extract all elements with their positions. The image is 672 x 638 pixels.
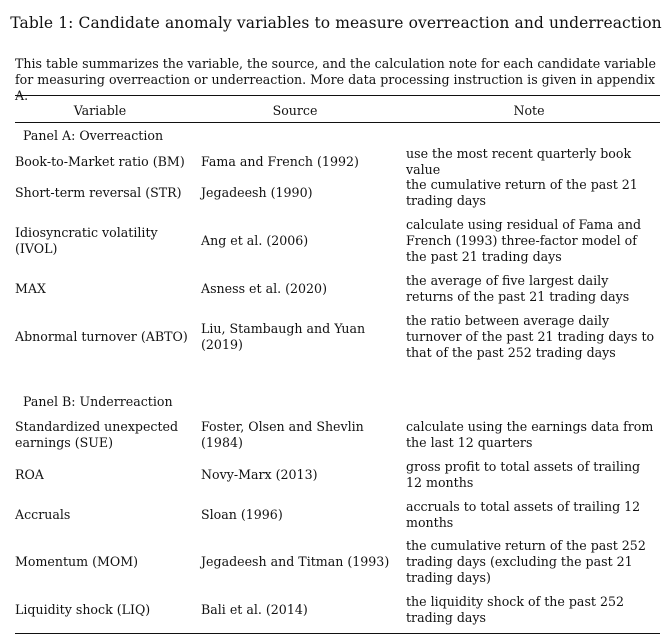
table-cell-note: calculate using residual of Fama and Fre… [406, 217, 642, 264]
table-cell-source: Liu, Stambaugh and Yuan (2019) [201, 321, 366, 352]
table-cell-source: Asness et al. (2020) [201, 281, 327, 296]
table-cell-variable: Accruals [15, 507, 71, 522]
table-cell-note: the ratio between average daily turnover… [406, 313, 655, 360]
table-cell-source: Jegadeesh and Titman (1993) [201, 554, 390, 569]
table-cell-note: gross profit to total assets of trailing… [406, 459, 641, 490]
table-cell-variable: Liquidity shock (LIQ) [15, 602, 151, 617]
header-rule [15, 122, 660, 123]
table-cell-variable: Momentum (MOM) [15, 554, 139, 569]
table-cell-note: the average of five largest daily return… [406, 273, 630, 304]
table-cell-source: Fama and French (1992) [201, 154, 359, 169]
table-cell-source: Sloan (1996) [201, 507, 283, 522]
header-note: Note [513, 103, 545, 118]
table-cell-source: Bali et al. (2014) [201, 602, 308, 617]
table-cell-variable: ROA [15, 467, 44, 482]
table-cell-variable: Abnormal turnover (ABTO) [15, 329, 188, 344]
header-source: Source [272, 103, 318, 118]
header-variable: Variable [73, 103, 127, 118]
table-caption: Table 1: Candidate anomaly variables to … [10, 14, 662, 32]
table-cell-variable: Standardized unexpected earnings (SUE) [15, 419, 179, 450]
panel-a-title: Panel A: Overreaction [23, 128, 164, 143]
panel-b-title: Panel B: Underreaction [23, 394, 173, 409]
table-cell-variable: Short-term reversal (STR) [15, 185, 182, 200]
table-cell-note: the cumulative return of the past 21 tra… [406, 177, 638, 208]
table-cell-variable: Idiosyncratic volatility (IVOL) [15, 225, 158, 256]
table-cell-variable: MAX [15, 281, 46, 296]
table-cell-note: accruals to total assets of trailing 12 … [406, 499, 641, 530]
table-cell-source: Novy-Marx (2013) [201, 467, 318, 482]
table-cell-note: calculate using the earnings data from t… [406, 419, 654, 450]
table-cell-variable: Book-to-Market ratio (BM) [15, 154, 185, 169]
table-cell-source: Jegadeesh (1990) [201, 185, 313, 200]
table-cell-note: the cumulative return of the past 252 tr… [406, 538, 646, 585]
table-description: This table summarizes the variable, the … [15, 56, 656, 103]
table-cell-note: use the most recent quarterly book value [406, 146, 632, 177]
table-cell-note: the liquidity shock of the past 252 trad… [406, 594, 625, 625]
bottom-rule [15, 633, 660, 634]
top-rule [15, 95, 660, 96]
table-cell-source: Foster, Olsen and Shevlin (1984) [201, 419, 364, 450]
table-cell-source: Ang et al. (2006) [201, 233, 309, 248]
